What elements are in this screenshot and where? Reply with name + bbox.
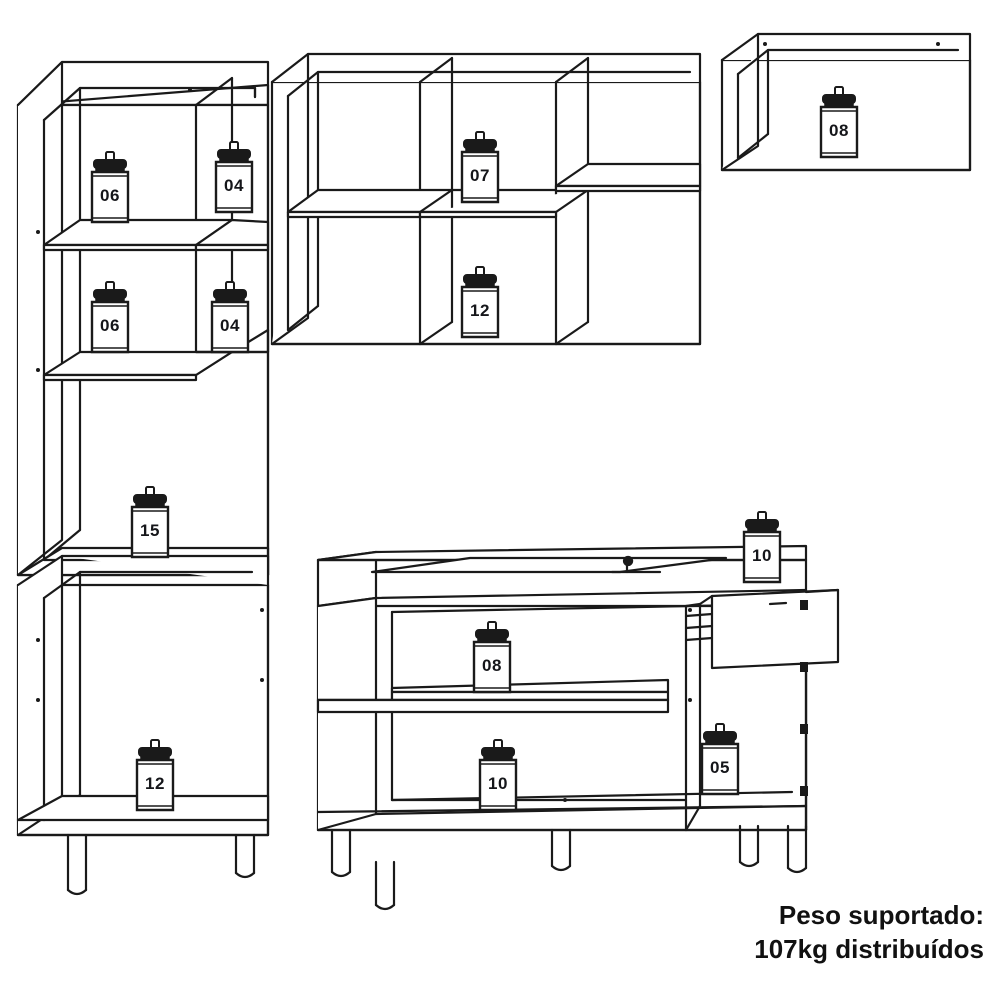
load-caption: Peso suportado: 107kg distribuídos xyxy=(754,899,984,966)
caption-line-2: 107kg distribuídos xyxy=(754,933,984,964)
caption-line-1: Peso suportado: xyxy=(778,900,984,931)
